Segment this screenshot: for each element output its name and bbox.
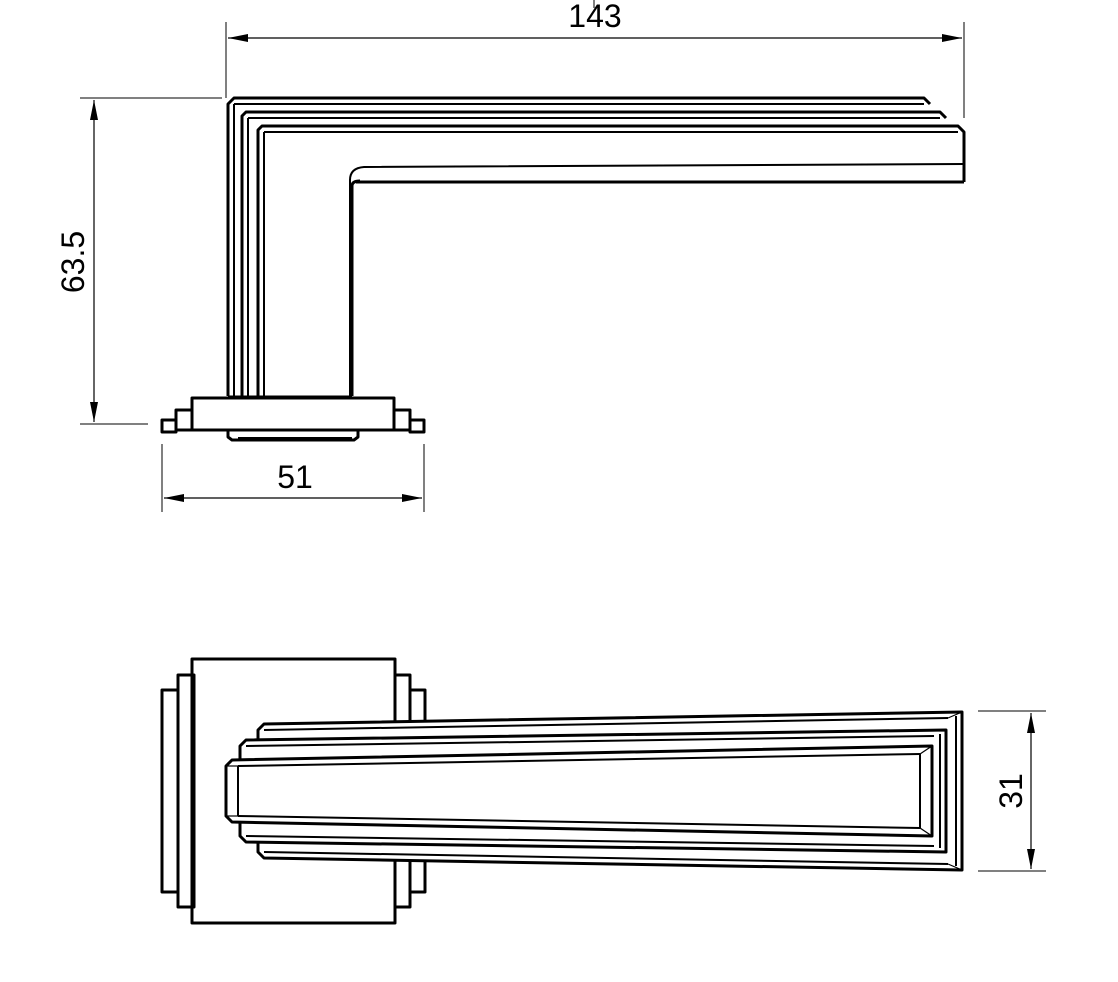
- dimension-label-143: 143: [568, 0, 621, 34]
- side-view: 143 63.5: [55, 0, 966, 512]
- dimension-rose-width: 51: [161, 444, 425, 512]
- dimension-lever-width: 31: [978, 710, 1046, 872]
- lever-top-profile: [224, 710, 964, 872]
- dimension-label-31: 31: [993, 773, 1029, 809]
- dimension-label-51: 51: [277, 459, 313, 495]
- dimension-label-63-5: 63.5: [55, 231, 91, 293]
- dimension-projection-height: 63.5: [55, 97, 222, 425]
- dimension-overall-length: 143: [225, 0, 965, 118]
- top-view: 31: [160, 657, 1046, 925]
- rose-side-profile: [160, 396, 426, 442]
- lever-side-profile: [226, 96, 966, 397]
